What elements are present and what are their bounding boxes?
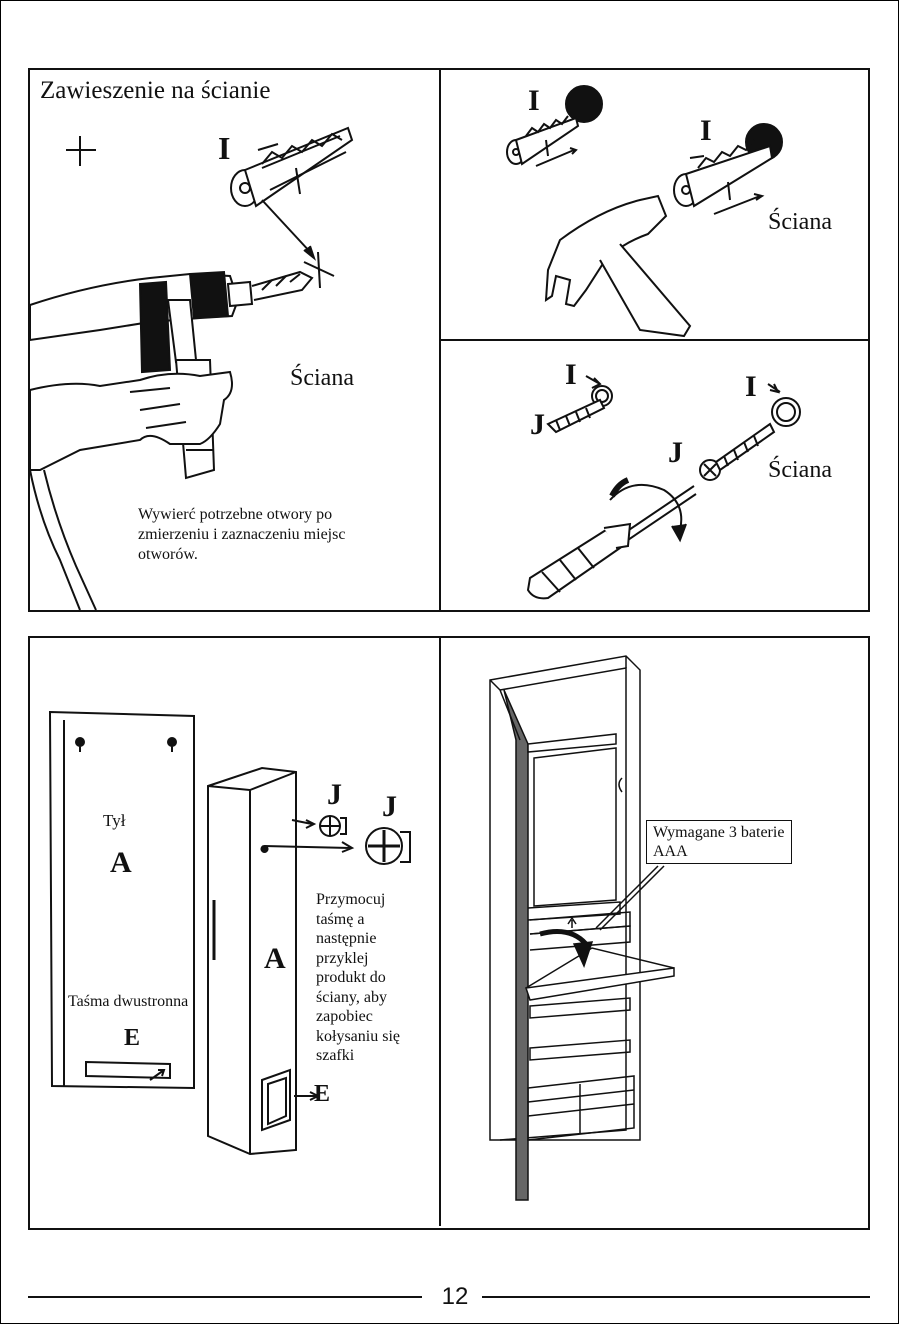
footer-line-right xyxy=(482,1296,870,1298)
footer-line-left xyxy=(28,1296,422,1298)
page-number: 12 xyxy=(430,1283,480,1311)
battery-callout: Wymagane 3 baterie AAA xyxy=(646,820,792,864)
